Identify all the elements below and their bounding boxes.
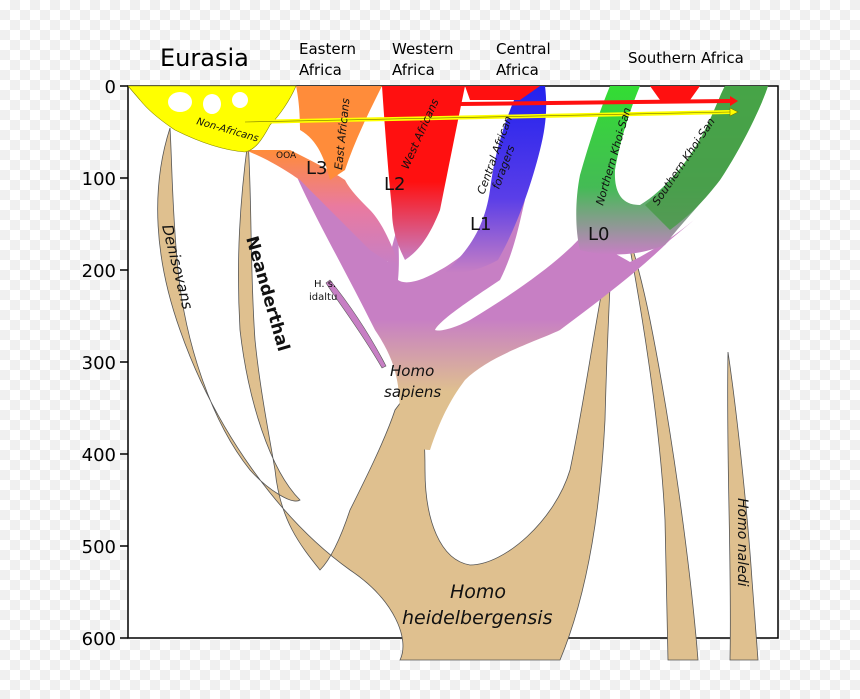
label-homo-naledi: Homo naledi — [734, 498, 750, 587]
header-western-2: Africa — [392, 61, 435, 79]
red-arrowhead — [730, 96, 738, 106]
y-tick-label: 100 — [82, 169, 116, 190]
y-tick-label: 400 — [82, 445, 116, 466]
header-western-1: Western — [392, 40, 454, 58]
archaic-right-branch — [624, 221, 699, 661]
l3-lineage — [245, 150, 398, 265]
label-homo-sapiens-1: Homo — [390, 362, 434, 380]
label-l1: L1 — [470, 214, 491, 235]
label-idaltu-2: idaltu — [309, 292, 337, 303]
yellow-gap-2 — [203, 94, 221, 114]
label-idaltu-1: H. s. — [314, 279, 336, 290]
l2-lineage — [382, 86, 465, 260]
header-eastern-2: Africa — [299, 61, 342, 79]
yellow-gap-3 — [232, 92, 248, 108]
red-gene-flow-line — [459, 99, 731, 106]
y-tick-label: 0 — [105, 77, 116, 98]
homo-naledi-branch — [727, 351, 759, 661]
label-l2: L2 — [384, 174, 405, 195]
red-top-connector-2 — [650, 86, 700, 100]
y-tick-label: 600 — [82, 629, 116, 650]
y-tick-label: 500 — [82, 537, 116, 558]
label-l0: L0 — [588, 224, 609, 245]
yellow-gap-1 — [168, 92, 192, 112]
red-top-connector — [465, 86, 540, 100]
label-heidelbergensis-1: Homo — [450, 581, 506, 603]
y-tick-label: 200 — [82, 261, 116, 282]
header-southern: Southern Africa — [628, 49, 744, 67]
idaltu-branch — [325, 279, 387, 369]
label-l3: L3 — [306, 158, 327, 179]
yellow-arrowhead — [729, 107, 739, 117]
homo-sapiens-trunk — [290, 160, 700, 450]
header-central-1: Central — [496, 40, 551, 58]
east-africans-branch — [296, 86, 382, 180]
y-tick-label: 300 — [82, 353, 116, 374]
label-heidelbergensis-2: heidelbergensis — [402, 607, 553, 629]
label-homo-sapiens-2: sapiens — [384, 383, 441, 401]
label-ooa: OOA — [276, 151, 297, 161]
header-eurasia: Eurasia — [160, 44, 249, 72]
l1-lineage — [445, 86, 547, 273]
y-axis: 0 100 200 300 400 500 600 — [82, 77, 128, 650]
header-eastern-1: Eastern — [299, 40, 356, 58]
header-central-2: Africa — [496, 61, 539, 79]
yellow-gene-flow-outline — [244, 111, 731, 123]
southern-khoisan-branch — [645, 86, 768, 230]
